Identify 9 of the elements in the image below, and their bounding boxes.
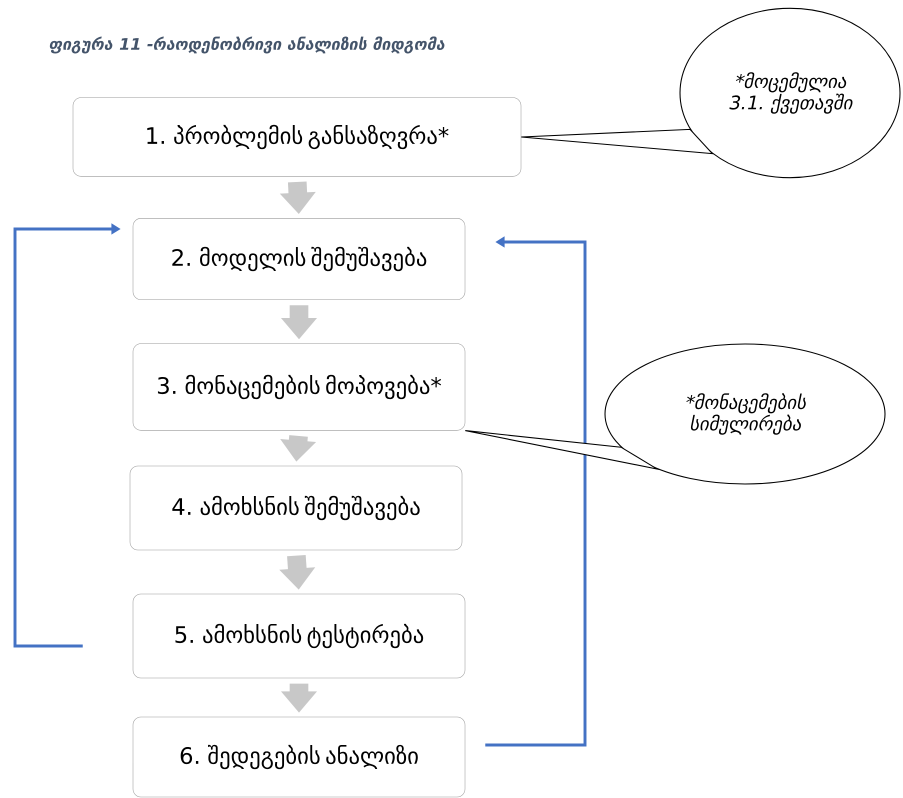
process-box: 5. ამოხსნის ტესტირება bbox=[132, 594, 466, 678]
speech-bubble: *მოცემულია 3.1. ქვეთავში bbox=[679, 8, 901, 178]
speech-bubble: *მონაცემების სიმულირება bbox=[604, 343, 886, 485]
process-box: 3. მონაცემების მოპოვება* bbox=[132, 343, 466, 431]
process-box: 2. მოდელის შემუშავება bbox=[132, 218, 466, 300]
process-box: 6. შედეგების ანალიზი bbox=[132, 716, 466, 798]
process-box: 1. პრობლემის განსაზღვრა* bbox=[72, 97, 522, 177]
process-box: 4. ამოხსნის შემუშავება bbox=[130, 466, 462, 550]
figure-title: ფიგურა 11 -რაოდენობრივი ანალიზის მიდგომა bbox=[50, 36, 444, 54]
